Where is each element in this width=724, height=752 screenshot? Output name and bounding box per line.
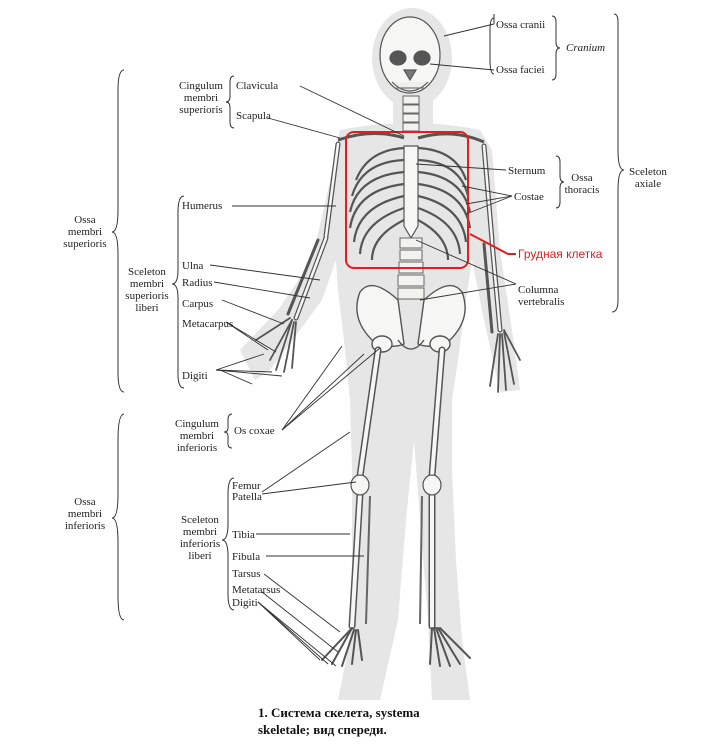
label-tibia: Tibia: [232, 529, 255, 541]
label-humerus: Humerus: [182, 200, 223, 212]
label-ossa-thoracis: Ossa thoracis: [562, 172, 602, 196]
label-sceleton-axiale: Sceleton axiale: [622, 166, 674, 190]
label-line: liberi: [135, 302, 159, 314]
label-line: Sceleton: [128, 266, 166, 278]
hand-left: [255, 317, 297, 373]
label-digiti-foot: Digiti: [232, 597, 258, 609]
label-line: superioris: [125, 290, 169, 302]
ribcage: [348, 145, 472, 261]
label-metacarpus: Metacarpus: [182, 318, 234, 330]
label-carpus: Carpus: [182, 298, 214, 310]
label-line: vertebralis: [518, 296, 565, 308]
label-line: membri: [182, 526, 218, 538]
label-patella: Patella: [232, 491, 262, 503]
label-metatarsus: Metatarsus: [232, 584, 281, 596]
figure-caption: 1. Система скелета, systema skeletale; в…: [258, 704, 420, 738]
label-fibula: Fibula: [232, 551, 261, 563]
caption-line-1: 1. Система скелета, systema: [258, 705, 420, 720]
label-ulna: Ulna: [182, 260, 204, 272]
label-line: membri: [67, 508, 103, 520]
label-columna-vertebralis: Columna vertebralis: [518, 284, 564, 308]
label-line: axiale: [634, 178, 662, 190]
label-costae: Costae: [514, 191, 544, 203]
label-line: inferioris: [176, 442, 218, 454]
label-cingulum-membri-inferioris: Cingulum membri inferioris: [168, 418, 226, 454]
label-line: Ossa: [74, 214, 96, 226]
label-line: membri: [67, 226, 103, 238]
label-radius: Radius: [182, 277, 213, 289]
label-ossa-membri-superioris: Ossa membri superioris: [54, 214, 116, 250]
label-os-coxae: Os coxae: [234, 425, 275, 437]
label-ossa-faciei: Ossa faciei: [496, 64, 545, 76]
label-line: Cingulum: [174, 418, 219, 430]
leg-bone-fill: [350, 348, 444, 628]
label-grudnaya-kletka: Грудная клетка: [518, 247, 603, 261]
label-sceleton-membri-inferioris-liberi: Sceleton membri inferioris liberi: [172, 514, 228, 562]
hand-right: [489, 329, 521, 393]
label-line: inferioris: [64, 520, 106, 532]
label-sceleton-membri-superioris-liberi: Sceleton membri superioris liberi: [118, 266, 176, 314]
patellae: [350, 474, 442, 496]
label-cingulum-membri-superioris: Cingulum membri superioris: [172, 80, 230, 116]
shoulder-girdle: [337, 131, 485, 144]
label-digiti-hand: Digiti: [182, 370, 208, 382]
label-clavicula: Clavicula: [236, 80, 279, 92]
arm-bone-fill: [294, 142, 502, 332]
fibulae: [365, 495, 423, 625]
label-line: membri: [183, 92, 219, 104]
label-ossa-membri-inferioris: Ossa membri inferioris: [54, 496, 116, 532]
label-cranium: Cranium: [566, 42, 606, 54]
brackets: [111, 13, 625, 621]
label-femur: Femur: [232, 480, 261, 492]
label-ossa-cranii: Ossa cranii: [496, 19, 546, 31]
neck-vertebrae: [402, 95, 420, 132]
label-sternum: Sternum: [508, 165, 546, 177]
label-line: Sceleton: [629, 166, 667, 178]
label-line: Columna: [518, 284, 559, 296]
label-line: liberi: [188, 550, 212, 562]
label-scapula: Scapula: [236, 110, 271, 122]
label-line: thoracis: [564, 184, 600, 196]
feet: [321, 627, 471, 667]
skull: [379, 16, 441, 94]
label-line: superioris: [63, 238, 107, 250]
label-line: membri: [179, 430, 215, 442]
pelvis: [356, 284, 466, 353]
caption-line-2: skeletale; вид спереди.: [258, 722, 387, 737]
label-line: membri: [129, 278, 165, 290]
label-line: Cingulum: [178, 80, 223, 92]
label-line: inferioris: [179, 538, 221, 550]
label-line: Sceleton: [181, 514, 219, 526]
label-line: Ossa: [571, 172, 593, 184]
label-line: Ossa: [74, 496, 96, 508]
leader-lines: [209, 23, 517, 667]
label-tarsus: Tarsus: [232, 568, 261, 580]
label-line: superioris: [179, 104, 223, 116]
ribcage-highlight-pointer: [469, 233, 516, 255]
ribcage-highlight-box: [345, 131, 469, 269]
